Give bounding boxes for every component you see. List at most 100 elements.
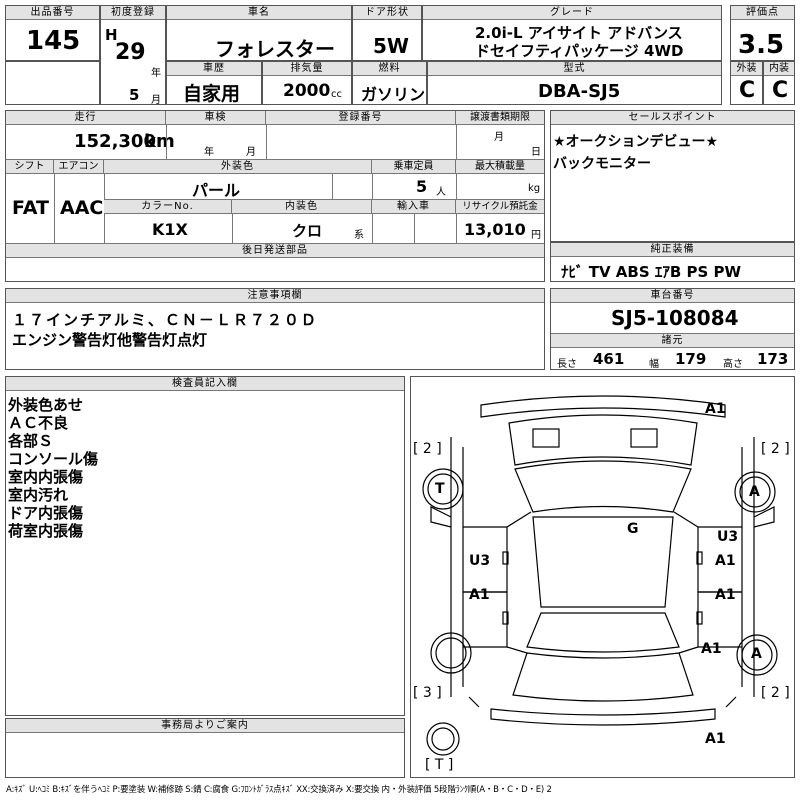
transfer-label: 譲渡書類期限 <box>456 111 544 125</box>
mark-roof: G <box>627 521 639 537</box>
inspector-line-5: 室内内張傷 <box>8 468 84 486</box>
reg-box: 初度登録 H 29 年 5 月 <box>100 5 166 106</box>
ext-grade: C <box>739 78 756 103</box>
length: 461 <box>593 350 625 368</box>
mark-rear-bumper: A1 <box>705 731 726 747</box>
office-label: 事務局よりご案内 <box>6 719 404 733</box>
inspector-label: 検査員記入欄 <box>6 377 404 391</box>
model-label: 型式 <box>428 62 721 76</box>
mileage-label: 走行 <box>6 111 166 125</box>
name-box: 車名 フォレスター <box>166 5 352 61</box>
int-grade-label: 内装 <box>764 62 794 76</box>
lot-empty <box>5 61 100 105</box>
count-right-top: [ 2 ] <box>761 441 790 457</box>
notes-line-2: エンジン警告灯他警告灯点灯 <box>12 331 208 349</box>
notes-line-1: １７インチアルミ、ＣＮ－ＬＲ７２０Ｄ <box>12 311 318 329</box>
inspector-box: 検査員記入欄 外装色あせ ＡＣ不良 各部Ｓ コンソール傷 室内内張傷 室内汚れ … <box>5 376 405 716</box>
score-box: 評価点 3.5 <box>730 5 795 61</box>
length-label: 長さ <box>557 359 577 370</box>
month-unit: 月 <box>151 95 161 106</box>
width: 179 <box>675 350 707 368</box>
recycle-unit: 円 <box>531 230 541 241</box>
capacity: 5 <box>416 177 428 196</box>
model: DBA-SJ5 <box>538 81 621 102</box>
recycle-label: リサイクル預託金 <box>456 200 544 214</box>
name-label: 車名 <box>167 6 351 20</box>
history-label: 車歴 <box>167 62 261 76</box>
inspector-line-3: 各部Ｓ <box>8 432 54 450</box>
shift-label: シフト <box>6 160 54 174</box>
interior-label: 内装色 <box>232 200 372 214</box>
int-grade-box: 内装 C <box>763 61 795 105</box>
sales-line-2: バックモニター <box>553 156 651 172</box>
count-right-bottom: [ 2 ] <box>761 685 790 701</box>
inspector-line-2: ＡＣ不良 <box>8 414 69 432</box>
history-box: 車歴 自家用 <box>166 61 262 105</box>
displacement: 2000 <box>283 81 331 101</box>
chassis-label: 車台番号 <box>551 289 794 303</box>
reg-label: 初度登録 <box>101 6 165 20</box>
mileage-unit: km <box>144 131 175 152</box>
ext-grade-box: 外装 C <box>730 61 763 105</box>
mark-tire-fr: A <box>749 484 760 500</box>
sales-line-1: ★オークションデビュー★ <box>553 134 719 150</box>
chassis-box: 車台番号 SJ5-108084 諸元 長さ 461 幅 179 高さ 173 <box>550 288 795 370</box>
fuel-label: 燃料 <box>353 62 426 76</box>
parts-label: 後日発送部品 <box>6 244 544 258</box>
load-unit: kg <box>528 183 541 194</box>
inspection-label: 車検 <box>166 111 266 125</box>
regno-label: 登録番号 <box>266 111 456 125</box>
interior-color: クロ <box>292 222 323 240</box>
ac-label: エアコン <box>54 160 104 174</box>
fuel: ガソリン <box>361 85 426 104</box>
car-diagram: A1 [ 2 ] [ 2 ] T A G U3 U3 A1 A1 A1 A1 A… <box>410 376 795 778</box>
height: 173 <box>757 350 789 368</box>
grade-box: グレード 2.0i-L アイサイト アドバンス ドセイフティパッケージ 4WD <box>422 5 722 61</box>
score-label: 評価点 <box>731 6 794 20</box>
year-unit: 年 <box>151 68 161 79</box>
insp-month-unit: 月 <box>246 147 256 158</box>
interior-unit: 系 <box>354 230 364 241</box>
sales-box: セールスポイント ★オークションデビュー★ バックモニター <box>550 110 795 242</box>
height-label: 高さ <box>723 359 743 370</box>
mark-right-front: A1 <box>715 553 736 569</box>
mark-front-bumper: A1 <box>705 401 726 417</box>
model-box: 型式 DBA-SJ5 <box>427 61 722 105</box>
notes-label: 注意事項欄 <box>6 289 544 303</box>
lot-box: 出品番号 145 <box>5 5 100 61</box>
office-box: 事務局よりご案内 <box>5 718 405 778</box>
color-label: 外装色 <box>104 160 372 174</box>
transfer-day-unit: 日 <box>531 147 541 158</box>
body-color: パール <box>192 181 241 200</box>
grade-label: グレード <box>423 6 721 20</box>
notes-box: 注意事項欄 １７インチアルミ、ＣＮ－ＬＲ７２０Ｄ エンジン警告灯他警告灯点灯 <box>5 288 545 370</box>
inspector-line-1: 外装色あせ <box>8 396 84 414</box>
width-label: 幅 <box>649 359 659 370</box>
count-left-top: [ 2 ] <box>413 441 442 457</box>
reg-month: 5 <box>129 86 140 104</box>
grade-line1: 2.0i-L アイサイト アドバンス <box>475 24 683 42</box>
lot-number: 145 <box>26 26 81 56</box>
inspector-line-8: 荷室内張傷 <box>8 522 84 540</box>
mark-right-front-top: U3 <box>717 529 739 545</box>
ac: AAC <box>60 197 104 219</box>
equipment-items: ﾅﾋﾞ TV ABS ｴｱB PS PW <box>561 263 742 281</box>
transfer-month-unit: 月 <box>494 132 504 143</box>
count-tire-bottom: [ T ] <box>425 757 454 773</box>
mark-left-front: U3 <box>469 553 491 569</box>
mark-tire-rr: A <box>751 646 762 662</box>
mark-right-rear-fender: A1 <box>701 641 722 657</box>
colorno: K1X <box>152 220 188 239</box>
capacity-label: 乗車定員 <box>372 160 456 174</box>
mark-right-rear: A1 <box>715 587 736 603</box>
displacement-label: 排気量 <box>263 62 351 76</box>
grade-line2: ドセイフティパッケージ 4WD <box>475 42 684 60</box>
legend: A:ｷｽﾞ U:ﾍｺﾐ B:ｷｽﾞを伴うﾍｺﾐ P:要塗装 W:補修跡 S:錆 … <box>6 785 552 795</box>
spec-box: 走行 車検 登録番号 譲渡書類期限 152,300 km 年 月 月 日 シフト… <box>5 110 545 282</box>
equipment-label: 純正装備 <box>551 243 794 257</box>
sales-label: セールスポイント <box>551 111 794 125</box>
inspector-line-7: ドア内張傷 <box>8 504 84 522</box>
displacement-box: 排気量 2000 cc <box>262 61 352 105</box>
load-label: 最大積載量 <box>456 160 544 174</box>
mileage: 152,300 <box>74 131 156 152</box>
